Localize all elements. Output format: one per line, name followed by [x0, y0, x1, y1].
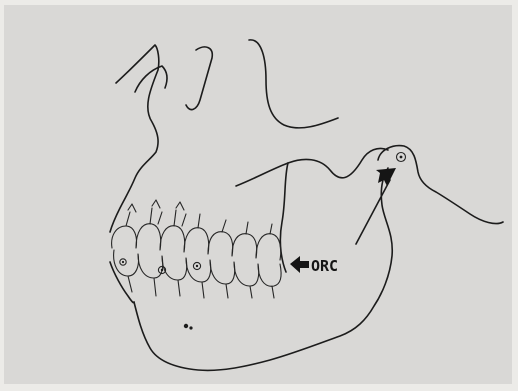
foramen-mark [184, 324, 193, 330]
up-right-arrow-icon [376, 168, 396, 186]
upper-teeth [112, 200, 281, 260]
chin-front [110, 262, 134, 303]
face-profile-line [110, 45, 159, 232]
mandible-outline [134, 168, 392, 370]
left-arrow-icon [290, 256, 309, 273]
pointer-line [356, 180, 390, 244]
coronoid-process [280, 163, 288, 272]
cheekbone-line [249, 40, 338, 128]
orc-label: ORC [311, 257, 338, 275]
condyle-center-dot [400, 156, 403, 159]
zygomatic-arch [236, 148, 388, 186]
orbit-outline [186, 47, 212, 110]
